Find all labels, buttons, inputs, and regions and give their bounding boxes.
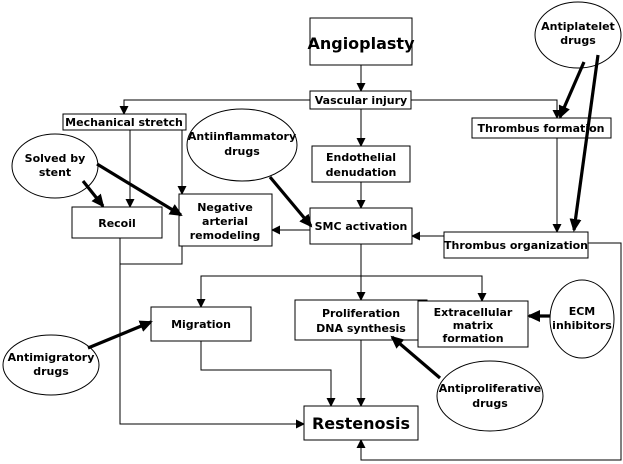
arrow-antiinflammatory-to-smc-activation: [268, 175, 313, 228]
node-label: Recoil: [98, 217, 136, 230]
edge-split-to-migration: [196, 275, 361, 308]
intervention-label: drugs: [472, 397, 508, 410]
intervention-label: inhibitors: [552, 319, 612, 332]
edge-split-to-extracellular-matrix: [361, 275, 487, 302]
node-mechanical-stretch: Mechanical stretch: [62, 113, 187, 131]
intervention-label: stent: [39, 166, 71, 179]
node-label: arterial: [202, 215, 248, 228]
node-label: Proliferation: [322, 307, 400, 320]
node-label: denudation: [326, 166, 397, 179]
node-vascular-injury: Vascular injury: [309, 90, 412, 110]
connectors: [119, 65, 622, 461]
intervention-antiplatelet-drugs: Antiplatelet drugs: [534, 1, 622, 69]
node-label: Extracellular: [434, 306, 513, 319]
node-label: Mechanical stretch: [65, 116, 183, 129]
node-angioplasty: Angioplasty: [307, 17, 415, 66]
edge-negative-remodeling-merge: [120, 246, 183, 265]
node-label: Thrombus formation: [478, 122, 605, 135]
node-negative-arterial-remodeling: Negative arterial remodeling: [178, 193, 273, 247]
node-proliferation-dna-synthesis: Proliferation DNA synthesis: [294, 299, 428, 341]
node-migration: Migration: [150, 306, 252, 342]
node-label: Negative: [197, 201, 253, 214]
intervention-label: Antimigratory: [8, 351, 95, 364]
node-label: Endothelial: [326, 151, 396, 164]
node-thrombus-organization: Thrombus organization: [443, 231, 589, 259]
node-label: Thrombus organization: [444, 239, 588, 252]
edge-vascular-injury-to-mechanical-stretch: [119, 99, 310, 115]
node-label: formation: [442, 332, 503, 345]
intervention-label: Solved by: [25, 152, 86, 165]
node-thrombus-formation: Thrombus formation: [471, 117, 612, 139]
node-recoil: Recoil: [71, 206, 163, 239]
node-label: Vascular injury: [315, 94, 407, 107]
intervention-label: ECM: [569, 305, 596, 318]
intervention-ecm-inhibitors: ECM inhibitors: [549, 279, 615, 359]
intervention-label: Antiinflammatory: [188, 130, 296, 143]
intervention-antimigratory-drugs: Antimigratory drugs: [2, 334, 100, 396]
arrow-antimigratory-to-migration: [87, 320, 153, 350]
intervention-label: drugs: [33, 365, 69, 378]
node-smc-activation: SMC activation: [309, 207, 413, 245]
intervention-label: drugs: [560, 34, 596, 47]
node-label: Migration: [171, 318, 231, 331]
node-label: DNA synthesis: [316, 322, 406, 335]
intervention-label: Antiplatelet: [541, 20, 615, 33]
node-restenosis: Restenosis: [303, 405, 419, 441]
node-label: SMC activation: [315, 220, 408, 233]
intervention-label: drugs: [224, 145, 260, 158]
arrow-antiplatelet-to-thrombus-formation: [558, 61, 586, 119]
intervention-label: Antiproliferative: [439, 382, 542, 395]
intervention-antiproliferative-drugs: Antiproliferative drugs: [436, 360, 544, 432]
node-label: Angioplasty: [307, 34, 415, 53]
node-label: matrix: [453, 319, 493, 332]
node-label: remodeling: [190, 229, 261, 242]
intervention-solved-by-stent: Solved by stent: [11, 133, 99, 199]
arrow-antiplatelet-to-thrombus-organization: [569, 54, 600, 232]
edge-thrombus-organization-to-restenosis: [356, 242, 622, 461]
intervention-arrows: [81, 54, 600, 380]
intervention-antiinflammatory-drugs: Antiinflammatory drugs: [186, 108, 298, 182]
node-extracellular-matrix-formation: Extracellular matrix formation: [417, 300, 529, 348]
node-label: Restenosis: [312, 414, 410, 433]
edge-vascular-injury-to-thrombus-formation: [411, 99, 562, 119]
arrow-antiproliferative-to-proliferation: [390, 335, 442, 380]
arrow-stent-to-recoil: [81, 180, 105, 208]
edge-recoil-to-restenosis: [119, 238, 305, 429]
arrow-stent-to-negative-remodeling: [96, 162, 183, 217]
edge-migration-to-restenosis: [200, 341, 336, 407]
node-endothelial-denudation: Endothelial denudation: [311, 145, 411, 183]
